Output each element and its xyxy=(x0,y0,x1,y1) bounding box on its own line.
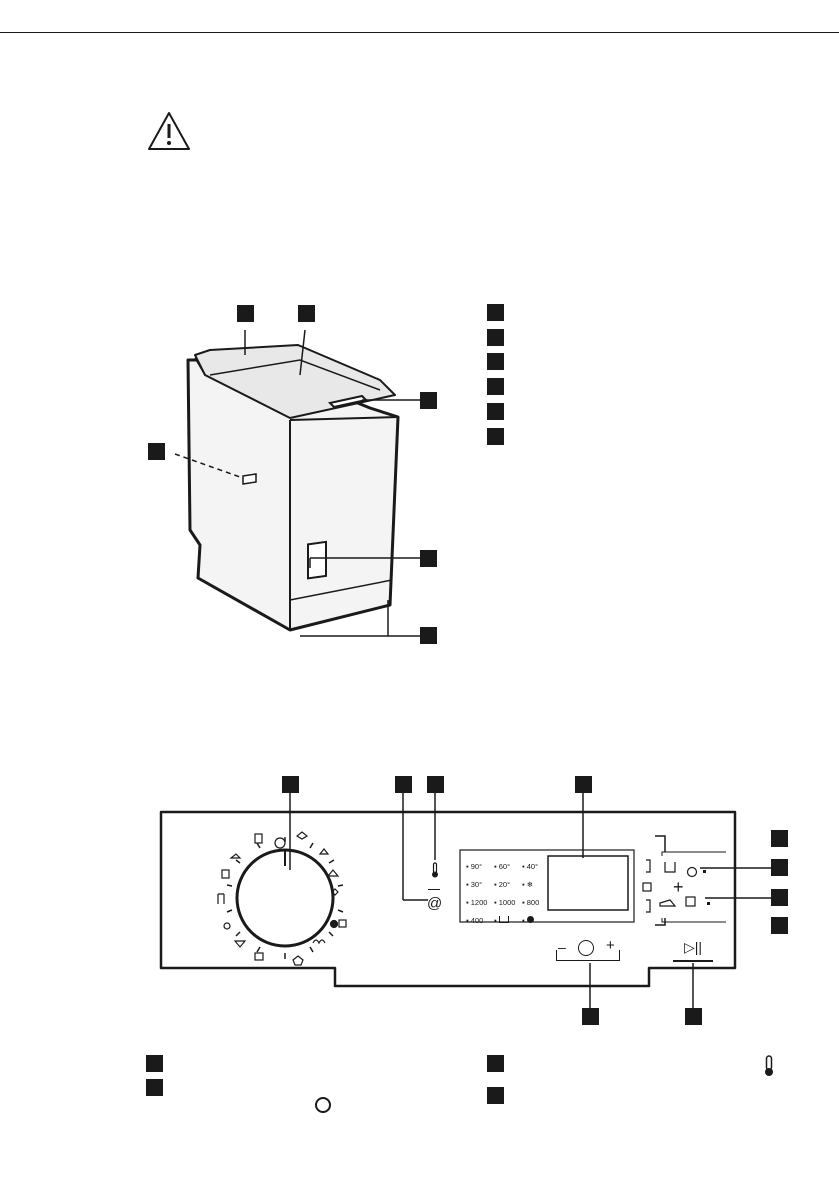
spin-icon: @ xyxy=(427,895,443,912)
matrix-cell[interactable]: ▪ 90° xyxy=(466,861,483,871)
machine-legend-6 xyxy=(487,428,504,445)
panel-callout-spin xyxy=(395,776,412,793)
matrix-row: ▪ 30° ▪ 20° ▪ ❄ xyxy=(466,875,556,893)
warning-triangle-icon xyxy=(148,112,190,150)
display-frame xyxy=(459,849,635,923)
machine-legend-5 xyxy=(487,403,504,420)
matrix-row: ▪ 400 ▪ ▪ xyxy=(466,911,556,929)
matrix-cell[interactable]: ▪ 30° xyxy=(466,879,483,889)
machine-legend-2 xyxy=(487,329,504,346)
delay-bracket xyxy=(556,950,620,961)
panel-callout-temperature xyxy=(427,776,444,793)
machine-callout-4 xyxy=(148,443,165,460)
spin-divider xyxy=(428,889,440,890)
matrix-cell[interactable]: ▪ 1000 xyxy=(494,897,516,907)
delay-plus-button[interactable]: + xyxy=(606,937,615,954)
top-divider xyxy=(0,32,839,33)
options-plus[interactable]: + xyxy=(673,877,684,897)
machine-legend-3 xyxy=(487,353,504,370)
matrix-cell[interactable]: ▪ 20° xyxy=(494,879,511,889)
machine-callout-2 xyxy=(298,305,315,322)
machine-callout-3 xyxy=(420,392,437,409)
no-spin-icon xyxy=(498,915,509,923)
panel-legend-1 xyxy=(146,1055,163,1072)
washing-machine-illustration xyxy=(174,329,420,637)
delay-clock-icon xyxy=(578,940,594,956)
machine-callout-6 xyxy=(420,627,437,644)
matrix-cell[interactable]: ▪ 60° xyxy=(494,861,511,871)
panel-callout-display xyxy=(575,776,592,793)
matrix-cell[interactable]: ▪ xyxy=(522,915,550,926)
panel-callout-option-2 xyxy=(771,859,788,876)
panel-callout-dial xyxy=(282,776,299,793)
thermometer-icon xyxy=(432,862,438,878)
machine-callout-5 xyxy=(420,550,437,567)
option-matrix: ▪ 90° ▪ 60° ▪ 40° ▪ 30° ▪ 20° ▪ ❄ ▪ 1200… xyxy=(466,857,556,929)
start-pause-button[interactable] xyxy=(673,960,713,962)
matrix-cell[interactable]: ▪ xyxy=(494,915,522,926)
legend-spin-icon xyxy=(315,1097,331,1113)
matrix-row: ▪ 1200 ▪ 1000 ▪ 800 xyxy=(466,893,556,911)
panel-callout-option-1 xyxy=(771,830,788,847)
matrix-cell[interactable]: ▪ ❄ xyxy=(522,879,534,889)
rinse-hold-icon xyxy=(526,915,534,923)
panel-callout-option-4 xyxy=(771,917,788,934)
matrix-cell[interactable]: ▪ 400 xyxy=(466,915,484,925)
matrix-cell[interactable]: ▪ 1200 xyxy=(466,897,488,907)
machine-legend-4 xyxy=(487,378,504,395)
machine-callout-1 xyxy=(237,305,254,322)
panel-callout-option-3 xyxy=(771,889,788,906)
machine-legend-1 xyxy=(487,304,504,321)
matrix-row: ▪ 90° ▪ 60° ▪ 40° xyxy=(466,857,556,875)
panel-legend-3 xyxy=(487,1055,504,1072)
matrix-cell[interactable]: ▪ 800 xyxy=(522,897,540,907)
panel-legend-2 xyxy=(146,1079,163,1096)
delay-minus-button[interactable]: – xyxy=(558,939,566,955)
panel-legend-4 xyxy=(487,1087,504,1104)
start-pause-icon: ▷|| xyxy=(684,939,703,955)
legend-thermometer-icon xyxy=(765,1055,773,1076)
panel-callout-start xyxy=(685,1008,702,1025)
matrix-cell[interactable]: ▪ 40° xyxy=(522,861,539,871)
options-block xyxy=(642,851,726,923)
panel-callout-delay xyxy=(582,1008,599,1025)
programme-dial xyxy=(217,831,347,966)
